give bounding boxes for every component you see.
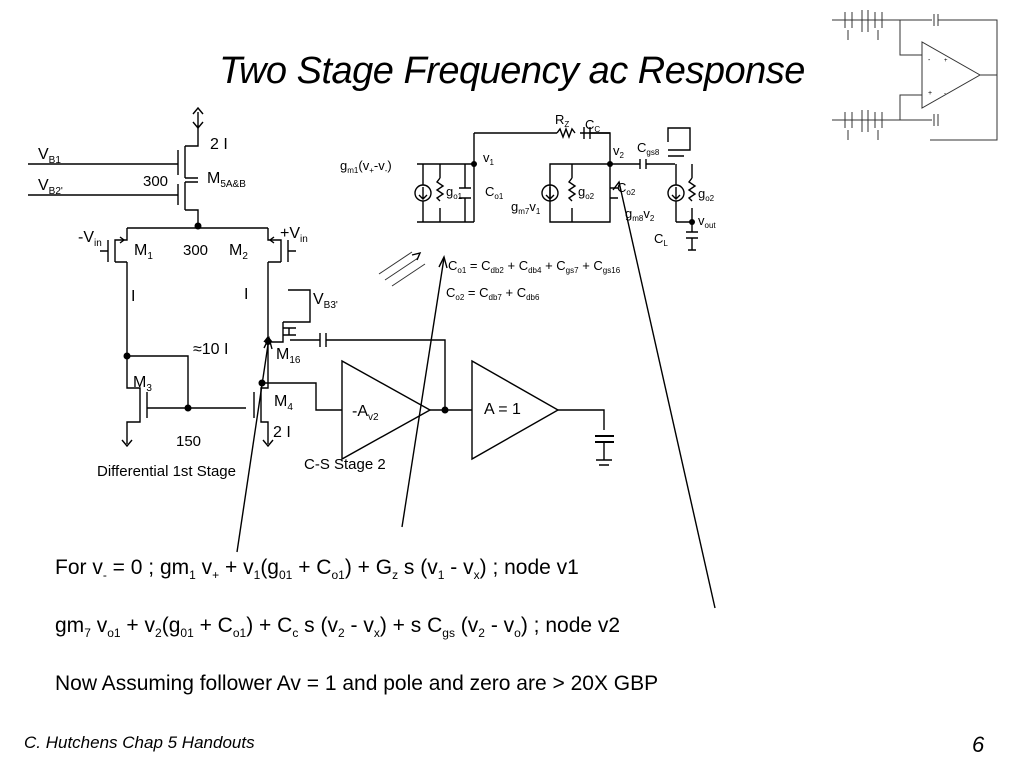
svg-text:-: -	[944, 91, 946, 97]
co1-equation: Co1 = Cdb2 + Cdb4 + Cgs7 + Cgs16	[448, 258, 621, 275]
current-label-right: I	[244, 286, 248, 303]
pointer-arrowhead-3	[612, 180, 622, 193]
m16-label: M16	[276, 346, 301, 366]
ratio-label-mid: 300	[183, 242, 208, 259]
equation-node-v2: gm7 vo1 + v2(g01 + Co1) + Cc s (v2 - vx)…	[55, 614, 621, 641]
stage1-caption: Differential 1st Stage	[97, 463, 236, 480]
m1-label: M1	[134, 242, 153, 262]
svg-text:+: +	[944, 58, 948, 64]
svg-text:+: +	[928, 90, 932, 97]
current-label-top: 2 I	[210, 136, 228, 153]
thumbnail-circuit: - + + -	[832, 10, 998, 141]
assumption-text: Now Assuming follower Av = 1 and pole an…	[55, 672, 659, 695]
m3-label: M3	[133, 374, 152, 394]
pointer-line-3	[618, 181, 716, 609]
pointer-arrowhead-1	[263, 336, 273, 350]
cl-label: CL	[654, 231, 668, 248]
neg-vin-label: -Vin	[78, 229, 102, 249]
follower-gain-label: A = 1	[484, 401, 521, 418]
gm8v2-label: gm8v2	[625, 206, 655, 223]
m2-label: M2	[229, 242, 248, 262]
pointer-arrowhead-2	[438, 255, 448, 269]
pos-vin-label: +Vin	[280, 225, 308, 245]
v1-label: v1	[483, 150, 495, 167]
m5-label: M5A&B	[207, 170, 246, 190]
cc-label: CC	[585, 117, 600, 134]
v2-label: v2	[613, 143, 625, 160]
pointer-line-1	[236, 337, 270, 553]
co1-label: Co1	[485, 184, 504, 201]
go2-label-right: go2	[698, 186, 715, 203]
go1-label: go1	[446, 184, 463, 201]
rz-label: RZ	[555, 112, 569, 129]
small-signal-model	[378, 127, 698, 287]
second-stage	[341, 359, 614, 466]
cgs8-label: Cgs8	[637, 140, 660, 157]
current-label-bottom: 2 I	[273, 424, 291, 441]
stage2-caption: C-S Stage 2	[304, 456, 386, 473]
vb2-label: VB2'	[38, 177, 63, 197]
co2-label: Co2	[617, 180, 636, 197]
equation-node-v1: For v- = 0 ; gm1 v+ + v1(g01 + Co1) + Gz…	[55, 556, 579, 583]
ratio-label-top: 300	[143, 173, 168, 190]
vb1-label: VB1	[38, 146, 61, 166]
vb3-label: VB3'	[313, 291, 338, 311]
go2-label-left: go2	[578, 184, 595, 201]
footer-source: C. Hutchens Chap 5 Handouts	[24, 733, 255, 752]
amp-gain-label: -Av2	[352, 403, 379, 423]
slide-title: Two Stage Frequency ac Response	[219, 50, 805, 92]
differential-first-stage	[28, 106, 446, 448]
co2-equation: Co2 = Cdb7 + Cdb6	[446, 285, 540, 302]
page-number: 6	[972, 732, 985, 757]
current-label-left: I	[131, 288, 135, 305]
ratio-label-bottom: 150	[176, 433, 201, 450]
vout-label: vout	[698, 213, 716, 230]
gm1-source-label: gm1(v+-v-)	[340, 158, 392, 175]
gm7v1-label: gm7v1	[511, 199, 541, 216]
pointer-line-2	[401, 257, 445, 528]
m4-label: M4	[274, 393, 293, 413]
current-label-10i: ≈10 I	[193, 341, 228, 358]
svg-text:-: -	[928, 57, 931, 64]
